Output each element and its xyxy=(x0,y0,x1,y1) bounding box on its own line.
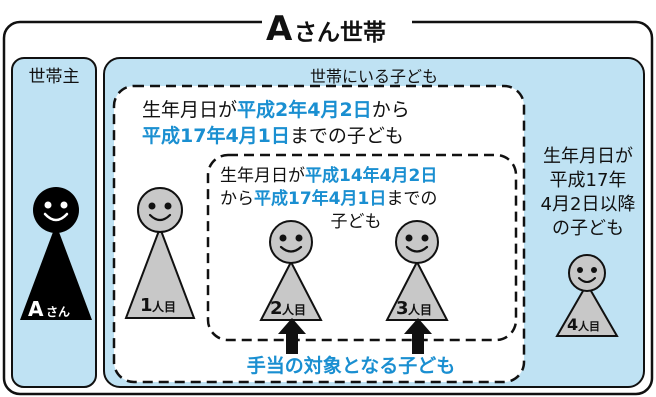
child-figure-1: 1 人目 xyxy=(124,187,196,319)
children-label: 世帯にいる子ども xyxy=(310,67,438,86)
right-range-line1: 生年月日が xyxy=(543,146,633,167)
target-caption: 手当の対象となる子ども xyxy=(247,354,455,377)
child-figure-4: 4 人目 xyxy=(555,254,619,337)
title-text: さん世帯 xyxy=(294,19,386,46)
outer-range-line2: 平成17年4月1日までの子ども xyxy=(142,124,404,147)
right-range-line3: 4月2日以降 xyxy=(541,194,636,215)
child-3-number: 3 xyxy=(396,298,409,319)
head-person-suffix: さん xyxy=(46,305,70,319)
child-figure-3: 3 人目 xyxy=(385,220,449,321)
head-person-figure: A さん xyxy=(20,187,92,321)
child-3-suffix: 人目 xyxy=(408,302,432,317)
child-2-suffix: 人目 xyxy=(282,302,306,317)
inner-range-line1: 生年月日が平成14年4月2日 xyxy=(220,165,437,186)
right-range-text: 生年月日が 平成17年 4月2日以降 の子ども xyxy=(541,146,636,239)
right-range-line4: の子ども xyxy=(552,218,624,239)
child-1-number: 1 xyxy=(140,295,153,316)
child-4-number: 4 xyxy=(567,315,578,334)
outer-range-line1: 生年月日が平成2年4月2日から xyxy=(142,98,410,121)
inner-range-line3: 子ども xyxy=(331,212,382,232)
eligibility-arrow-3 xyxy=(404,318,432,354)
eligibility-arrow-2 xyxy=(278,318,306,354)
child-2-number: 2 xyxy=(270,298,283,319)
household-title: A さん世帯 xyxy=(262,4,412,49)
title-letter: A xyxy=(266,9,293,49)
head-label: 世帯主 xyxy=(29,67,80,87)
child-1-suffix: 人目 xyxy=(152,299,176,314)
child-figure-2: 2 人目 xyxy=(259,220,323,321)
right-range-line2: 平成17年 xyxy=(550,170,627,191)
inner-range-line2: から平成17年4月1日までの xyxy=(220,188,437,209)
head-person-letter: A xyxy=(28,297,44,321)
child-4-suffix: 人目 xyxy=(578,319,600,333)
